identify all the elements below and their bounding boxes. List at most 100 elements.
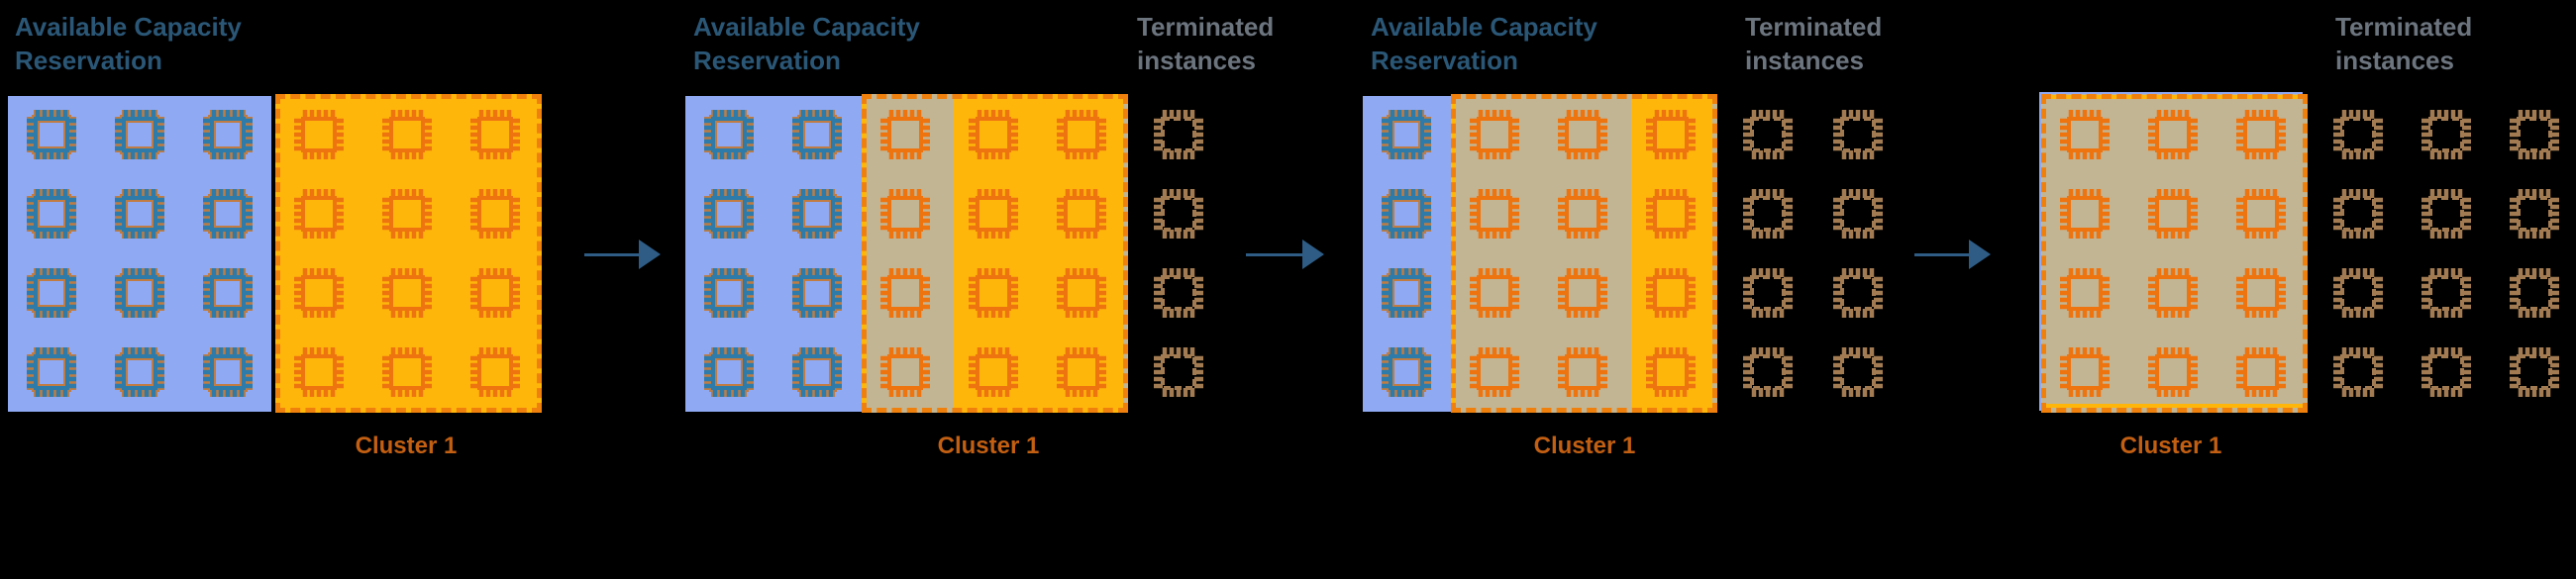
terminated-cpu-chip-icon [1830,265,1886,321]
cluster-cpu-chip-icon [2233,344,2289,400]
reserved-cpu-chip-icon [112,265,167,321]
cluster-cpu-chip-icon [291,265,347,321]
cluster-cpu-chip-icon [966,265,1021,321]
flow-arrow-2-head-icon [1302,240,1324,269]
panel-3-cluster-box [1451,94,1717,413]
cluster-cpu-chip-icon [1643,107,1699,162]
terminated-cpu-chip-icon [1151,265,1206,321]
cluster-cpu-chip-icon [467,107,523,162]
reserved-cpu-chip-icon [200,265,256,321]
terminated-cpu-chip-icon [1830,107,1886,162]
panel-3-terminated-title: Terminated instances [1745,10,1882,77]
reserved-cpu-chip-icon [701,344,757,400]
cluster-cpu-chip-icon [379,186,435,241]
reserved-cpu-chip-icon [789,344,845,400]
cluster-cpu-chip-icon [877,107,933,162]
terminated-cpu-chip-icon [2507,344,2562,400]
cluster-cpu-chip-icon [379,265,435,321]
cluster-cpu-chip-icon [1643,344,1699,400]
terminated-cpu-chip-icon [1740,265,1796,321]
cluster-cpu-chip-icon [1643,265,1699,321]
cluster-cpu-chip-icon [1555,186,1610,241]
reserved-cpu-chip-icon [24,107,79,162]
cluster-cpu-chip-icon [379,344,435,400]
terminated-cpu-chip-icon [2330,265,2386,321]
cluster-cpu-chip-icon [291,186,347,241]
flow-arrow-1-head-icon [639,240,661,269]
panel-1-reservation-title-line2: Reservation [15,46,162,75]
cluster-cpu-chip-icon [966,344,1021,400]
cluster-cpu-chip-icon [1054,265,1109,321]
cluster-cpu-chip-icon [2145,265,2201,321]
panel-4-cluster-label: Cluster 1 [2119,433,2222,459]
panel-3-cluster-label: Cluster 1 [1533,433,1636,459]
cluster-cpu-chip-icon [2057,186,2112,241]
panel-1-cluster-label: Cluster 1 [355,433,458,459]
cluster-cpu-chip-icon [2057,265,2112,321]
cluster-cpu-chip-icon [966,107,1021,162]
cluster-cpu-chip-icon [467,265,523,321]
reserved-cpu-chip-icon [1379,107,1434,162]
reserved-cpu-chip-icon [200,186,256,241]
reserved-cpu-chip-icon [701,107,757,162]
panel-4-terminated-title-line2: instances [2335,46,2454,75]
panel-1-cluster-box [275,94,542,413]
reserved-cpu-chip-icon [200,107,256,162]
flow-arrow-3-line [1914,253,1973,256]
panel-4-cluster-box [2041,94,2308,413]
flow-arrow-1-line [584,253,643,256]
reserved-cpu-chip-icon [1379,186,1434,241]
reserved-cpu-chip-icon [789,265,845,321]
cluster-cpu-chip-icon [2233,265,2289,321]
cluster-cpu-chip-icon [1467,344,1522,400]
reserved-cpu-chip-icon [24,186,79,241]
cluster-cpu-chip-icon [877,186,933,241]
reserved-cpu-chip-icon [701,265,757,321]
terminated-cpu-chip-icon [2330,107,2386,162]
panel-3-terminated-title-line2: instances [1745,46,1864,75]
cluster-cpu-chip-icon [1054,344,1109,400]
terminated-cpu-chip-icon [1830,344,1886,400]
cluster-cpu-chip-icon [1467,107,1522,162]
cluster-cpu-chip-icon [966,186,1021,241]
cluster-cpu-chip-icon [2233,107,2289,162]
cluster-cpu-chip-icon [1555,265,1610,321]
terminated-cpu-chip-icon [2419,265,2474,321]
terminated-cpu-chip-icon [1151,344,1206,400]
reserved-cpu-chip-icon [701,186,757,241]
panel-3-terminated-title-line1: Terminated [1745,12,1883,42]
flow-arrow-2-line [1246,253,1306,256]
panel-2-cluster-label: Cluster 1 [937,433,1040,459]
terminated-cpu-chip-icon [2507,107,2562,162]
cluster-cpu-chip-icon [1054,186,1109,241]
cluster-cpu-chip-icon [291,107,347,162]
panel-2-terminated-title-line1: Terminated [1137,12,1275,42]
reserved-cpu-chip-icon [789,186,845,241]
cluster-cpu-chip-icon [2057,344,2112,400]
cluster-cpu-chip-icon [877,265,933,321]
terminated-cpu-chip-icon [2419,107,2474,162]
cluster-cpu-chip-icon [291,344,347,400]
terminated-cpu-chip-icon [2507,186,2562,241]
terminated-cpu-chip-icon [2330,186,2386,241]
panel-2-terminated-title: Terminated instances [1137,10,1274,77]
reserved-cpu-chip-icon [24,265,79,321]
cluster-cpu-chip-icon [2145,107,2201,162]
panel-1-reservation-title-line1: Available Capacity [15,12,242,42]
terminated-cpu-chip-icon [2419,344,2474,400]
cluster-cpu-chip-icon [1555,344,1610,400]
panel-2-cluster-box [862,94,1128,413]
panel-4-terminated-title-line1: Terminated [2335,12,2473,42]
panel-2-terminated-title-line2: instances [1137,46,1256,75]
cluster-cpu-chip-icon [1643,186,1699,241]
cluster-cpu-chip-icon [467,344,523,400]
terminated-cpu-chip-icon [1151,186,1206,241]
cluster-cpu-chip-icon [2145,186,2201,241]
panel-2-reservation-title-line1: Available Capacity [693,12,920,42]
cluster-cpu-chip-icon [877,344,933,400]
cluster-cpu-chip-icon [467,186,523,241]
terminated-cpu-chip-icon [2419,186,2474,241]
